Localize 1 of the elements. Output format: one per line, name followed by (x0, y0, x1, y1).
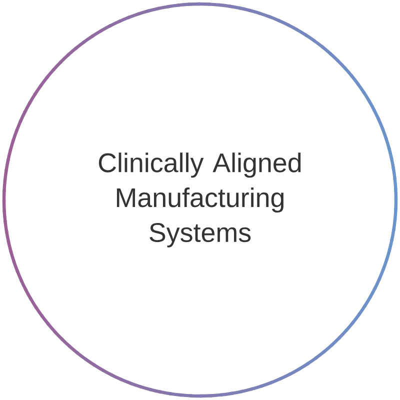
circle-node: Clinically Aligned Manufacturing Systems (2, 2, 398, 398)
